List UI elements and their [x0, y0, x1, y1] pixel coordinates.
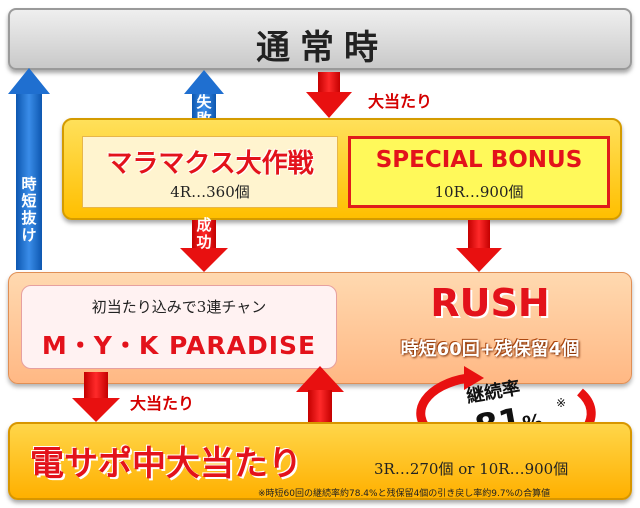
densapo-sub: 3R…270個 or 10R…900個 — [374, 460, 569, 478]
marakusu-title: マラマクス大作戦 — [106, 149, 314, 179]
special-bonus-sub: 10R…900個 — [434, 183, 524, 201]
continuation-mark: ※ — [556, 396, 567, 410]
rush-panel: 初当たり込みで3連チャン M・Y・K PARADISE RUSH 時短60回+残… — [8, 272, 632, 384]
myk-note: 初当たり込みで3連チャン — [91, 298, 267, 316]
densapo-title: 電サポ中大当たり — [30, 444, 302, 484]
myk-title: M・Y・K PARADISE — [41, 331, 317, 360]
rush-title: RUSH — [430, 281, 550, 325]
first-hit-panel: マラマクス大作戦 4R…360個 SPECIAL BONUS 10R…900個 — [62, 118, 622, 220]
marakusu-box: マラマクス大作戦 4R…360個 — [82, 136, 338, 208]
marakusu-sub: 4R…360個 — [170, 183, 250, 201]
densapo-hit-bar: 電サポ中大当たり 3R…270個 or 10R…900個 ※時短60回の継続率約… — [8, 422, 632, 500]
jitan-exit-label: 時短抜け — [21, 175, 37, 244]
rush-sub: 時短60回+残保留4個 — [400, 339, 580, 360]
normal-state-bar: 通常時 — [8, 8, 632, 70]
densapo-footnote: ※時短60回の継続率約78.4%と残保留4個の引き戻し率約9.7%の合算値 — [258, 489, 551, 499]
big-hit-label-1: 大当たり — [368, 92, 433, 111]
special-bonus-title: SPECIAL BONUS — [375, 147, 583, 173]
success-label: 成功 — [196, 216, 212, 251]
myk-paradise-box: 初当たり込みで3連チャン M・Y・K PARADISE — [21, 285, 337, 369]
normal-state-title: 通常時 — [256, 28, 388, 68]
big-hit-label-2: 大当たり — [130, 394, 195, 413]
special-bonus-box: SPECIAL BONUS 10R…900個 — [348, 136, 610, 208]
